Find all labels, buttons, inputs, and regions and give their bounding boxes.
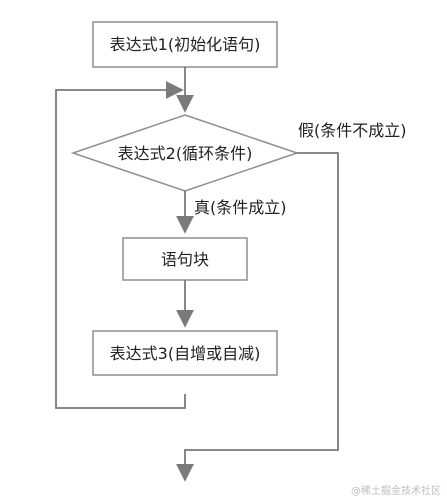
condition-label: 表达式2(循环条件)	[118, 144, 253, 163]
init-box	[92, 21, 278, 68]
body-box	[122, 237, 248, 281]
true-branch-label: 真(条件成立)	[194, 198, 287, 217]
update-box-label: 表达式3(自增或自减)	[110, 344, 261, 363]
false-branch-label: 假(条件不成立)	[298, 121, 407, 140]
init-box-label: 表达式1(初始化语句)	[110, 35, 261, 54]
loop-back-arrow	[55, 81, 186, 409]
false-branch-arrow	[176, 152, 339, 482]
watermark-text: @稀土掘金技术社区	[351, 484, 441, 497]
update-box	[92, 330, 278, 376]
body-box-label: 语句块	[161, 250, 209, 269]
